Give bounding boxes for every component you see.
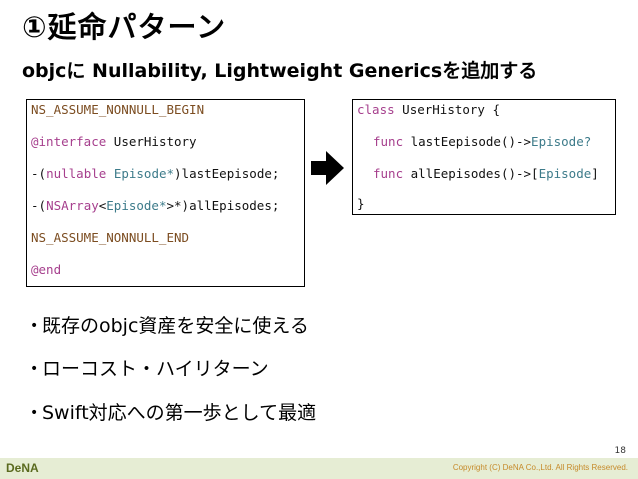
brace-close: } <box>357 196 365 211</box>
method-name: >*)allEpisodes; <box>166 198 280 213</box>
episode-type: Episode? <box>531 134 592 149</box>
bullet-text: 既存のobjc資産を安全に使える <box>42 315 309 337</box>
copyright-text: Copyright (C) DeNA Co.,Ltd. All Rights R… <box>452 463 628 472</box>
class-keyword: class <box>357 102 395 117</box>
method-name: allEepisodes()->[ <box>403 166 539 181</box>
bullet-text: ローコスト・ハイリターン <box>42 358 269 380</box>
end-keyword: @end <box>31 262 62 277</box>
paren-open: -( <box>31 198 47 213</box>
interface-keyword: @interface <box>31 134 107 149</box>
nsarray-type: NSArray <box>46 198 99 213</box>
swift-code-block: class UserHistory { func lastEepisode()-… <box>352 99 616 215</box>
objc-line-4: -(NSArray<Episode*>*)allEpisodes; <box>31 198 279 214</box>
method-name: )lastEepisode; <box>174 166 280 181</box>
paren-open: -( <box>31 166 47 181</box>
bullet-item: •Swift対応への第一歩として最適 <box>30 399 316 427</box>
footer-bar: DeNA Copyright (C) DeNA Co.,Ltd. All Rig… <box>0 458 638 479</box>
episode-type: Episode <box>538 166 592 181</box>
generic-open: < <box>98 198 107 213</box>
swift-line-4: } <box>357 196 365 212</box>
class-name: UserHistory { <box>394 102 500 117</box>
bullet-text: Swift対応への第一歩として最適 <box>42 402 317 424</box>
bullet-dot-icon: • <box>30 405 39 421</box>
space <box>106 166 114 181</box>
swift-line-1: class UserHistory { <box>357 102 500 118</box>
bullet-dot-icon: • <box>30 318 39 334</box>
slide-title: ①延命パターン <box>22 10 227 44</box>
swift-line-3: func allEepisodes()->[Episode] <box>373 166 599 182</box>
macro-nonnull-end: NS_ASSUME_NONNULL_END <box>31 230 190 245</box>
bracket-close: ] <box>591 166 599 181</box>
nullable-keyword: nullable <box>46 166 107 181</box>
objc-line-5: NS_ASSUME_NONNULL_END <box>31 230 189 246</box>
objc-line-6: @end <box>31 262 61 278</box>
method-name: lastEepisode()-> <box>403 134 532 149</box>
macro-nonnull-begin: NS_ASSUME_NONNULL_BEGIN <box>31 102 205 117</box>
episode-type: Episode* <box>113 166 175 181</box>
page-number: 18 <box>614 446 626 456</box>
bullet-dot-icon: • <box>30 361 39 377</box>
objc-line-1: NS_ASSUME_NONNULL_BEGIN <box>31 102 204 118</box>
bullet-item: •ローコスト・ハイリターン <box>30 355 269 383</box>
class-name: UserHistory <box>106 134 197 149</box>
objc-line-3: -(nullable Episode*)lastEepisode; <box>31 166 279 182</box>
objc-code-block: NS_ASSUME_NONNULL_BEGIN @interface UserH… <box>26 99 305 287</box>
swift-line-2: func lastEepisode()->Episode? <box>373 134 591 150</box>
episode-type: Episode* <box>106 198 167 213</box>
objc-line-2: @interface UserHistory <box>31 134 197 150</box>
func-keyword: func <box>373 134 404 149</box>
slide-subtitle: objcに Nullability, Lightweight Genericsを… <box>22 60 538 82</box>
func-keyword: func <box>373 166 404 181</box>
bullet-item: •既存のobjc資産を安全に使える <box>30 312 309 340</box>
dena-logo: DeNA <box>6 461 39 475</box>
right-arrow-icon <box>311 151 344 185</box>
